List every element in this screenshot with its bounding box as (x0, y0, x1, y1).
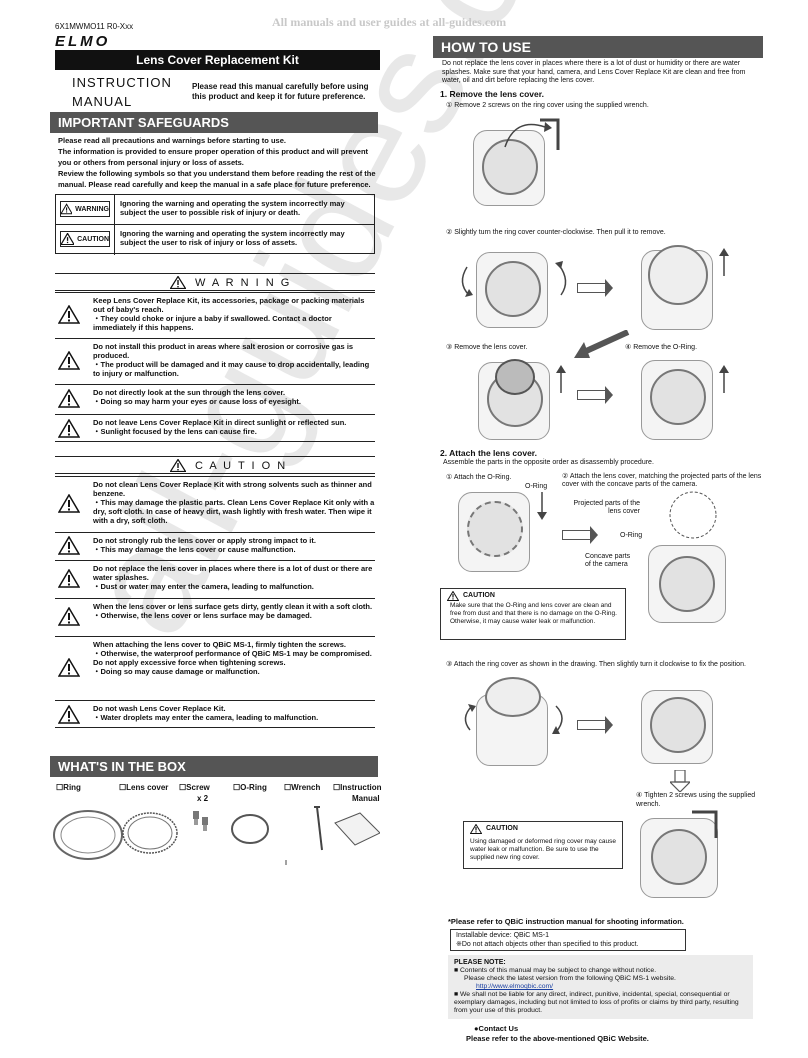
camera-illustration (473, 130, 545, 206)
caution-box: CAUTION Make sure that the O-Ring and le… (440, 588, 626, 640)
step1-1: ① Remove 2 screws on the ring cover usin… (446, 102, 649, 109)
caution-icon (55, 561, 83, 596)
rotate-ccw-icon (461, 261, 567, 297)
caution-box: CAUTION Using damaged or deformed ring c… (463, 821, 623, 869)
caution-icon (55, 599, 83, 634)
camera-illustration (641, 245, 713, 330)
camera-illustration (640, 818, 718, 898)
rotate-cw-icon (464, 704, 563, 734)
caution-icon (170, 459, 186, 472)
warning-symbol: WARNING (60, 201, 110, 217)
camera-illustration (478, 359, 550, 440)
camera-illustration (476, 677, 548, 766)
please-note-box: PLEASE NOTE: ■ Contents of this manual m… (448, 955, 753, 1019)
arrow-up-icon (556, 365, 566, 393)
instruction-manual-label: Manual (352, 794, 380, 803)
contact-title: ●Contact Us (474, 1024, 519, 1033)
box-contents-illustration (53, 806, 380, 865)
safeguards-heading: IMPORTANT SAFEGUARDS (50, 112, 378, 133)
arrow-down-icon (537, 492, 547, 520)
warning-icon (55, 415, 83, 441)
caution-item: When attaching the lens cover to QBiC MS… (55, 636, 375, 698)
warning-icon (55, 293, 83, 336)
box-item-instruction: ☐Instruction (333, 783, 382, 792)
arrow-right-icon (562, 526, 598, 544)
warning-icon (55, 339, 83, 382)
caution-icon (55, 637, 83, 698)
symbol-table: WARNING Ignoring the warning and operati… (55, 194, 375, 255)
arrow-up-icon (719, 248, 729, 276)
caution-symbol-text: Ignoring the warning and operating the s… (120, 229, 345, 247)
document-code: 6X1MWMO11 R0-Xxx (55, 22, 134, 31)
instruction-manual-title: INSTRUCTION MANUAL (72, 75, 172, 109)
box-item-ring: ☐Ring (56, 783, 81, 792)
caution-icon (447, 591, 459, 601)
oring-label: O-Ring (525, 483, 548, 490)
arrow-down-icon (670, 770, 690, 792)
step1-2: ② Slightly turn the ring cover counter-c… (446, 229, 666, 236)
contact-text: Please refer to the above-mentioned QBiC… (466, 1034, 649, 1043)
caution-item: Do not clean Lens Cover Replace Kit with… (55, 476, 375, 530)
step1-title: 1. Remove the lens cover. (440, 89, 544, 99)
wrench-icon (504, 118, 560, 150)
step2-title: 2. Attach the lens cover. (440, 448, 537, 458)
step2-1: ① Attach the O-Ring. (446, 474, 512, 481)
warning-item: Do not directly look at the sun through … (55, 384, 375, 412)
warning-symbol-text: Ignoring the warning and operating the s… (120, 199, 345, 217)
read-note: Please read this manual carefully before… (192, 82, 369, 101)
camera-illustration (641, 690, 713, 764)
caution-symbol: CAUTION (60, 231, 110, 247)
elmo-logo: ELMO (55, 33, 111, 50)
caution-item: Do not strongly rub the lens cover or ap… (55, 532, 375, 558)
warning-item: Do not leave Lens Cover Replace Kit in d… (55, 414, 375, 442)
caution-item: Do not replace the lens cover in places … (55, 560, 375, 596)
oring-label-2: O-Ring (620, 532, 643, 539)
caution-icon (470, 824, 482, 834)
product-title: Lens Cover Replacement Kit (55, 50, 380, 70)
step1-4: ④ Remove the O-Ring. (625, 344, 698, 351)
step2-3: ③ Attach the ring cover as shown in the … (446, 661, 746, 668)
lens-cover-detail (669, 491, 717, 539)
caution-icon (55, 477, 83, 530)
step1-3: ③ Remove the lens cover. (446, 344, 528, 351)
concave-label: Concave parts of the camera (585, 553, 631, 568)
box-item-oring: ☐O-Ring (233, 783, 267, 792)
refer-note: *Please refer to QBiC instruction manual… (448, 917, 684, 926)
warning-item: Keep Lens Cover Replace Kit, its accesso… (55, 292, 375, 336)
camera-illustration (641, 360, 713, 440)
how-to-use-intro: Do not replace the lens cover in places … (442, 60, 746, 84)
how-to-use-heading: HOW TO USE (433, 36, 763, 58)
arrow-right-icon (577, 279, 613, 297)
box-item-wrench: ☐Wrench (284, 783, 321, 792)
installable-box: Installable device: QBiC MS-1 ※Do not at… (450, 929, 686, 951)
caution-heading: C A U T I O N (55, 456, 375, 474)
camera-illustration (648, 545, 726, 623)
arrow-right-icon (577, 716, 613, 734)
caution-item: When the lens cover or lens surface gets… (55, 598, 375, 634)
caution-icon (55, 701, 83, 727)
warning-item: Do not install this product in areas whe… (55, 338, 375, 382)
caution-item: Do not wash Lens Cover Replace Kit. ・Wat… (55, 700, 375, 728)
website-link[interactable]: http://www.elmoqbic.com/ (476, 983, 554, 990)
box-item-lens-cover: ☐Lens cover (119, 783, 169, 792)
safeguards-intro: Please read all precautions and warnings… (58, 136, 376, 189)
box-item-screw: ☐Screw (179, 783, 210, 792)
arrow-right-icon (577, 386, 613, 404)
wrench-icon (692, 810, 718, 838)
step2-2: ② Attach the lens cover, matching the pr… (562, 473, 762, 488)
camera-illustration (458, 492, 530, 572)
step2-4: ④ Tighten 2 screws using the supplied wr… (636, 792, 756, 808)
arrow-up-icon (719, 365, 729, 393)
projected-label: Projected parts of the lens cover (573, 500, 640, 515)
source-banner: All manuals and user guides at all-guide… (272, 15, 507, 29)
warning-heading: W A R N I N G (55, 273, 375, 291)
arrow-down-left-icon (574, 330, 630, 358)
warning-icon (55, 385, 83, 412)
caution-icon (55, 533, 83, 558)
camera-illustration (476, 252, 548, 328)
warning-icon (170, 276, 186, 289)
step2-subtitle: Assemble the parts in the opposite order… (443, 459, 654, 466)
box-heading: WHAT'S IN THE BOX (50, 756, 378, 777)
screw-qty: x 2 (197, 794, 209, 803)
